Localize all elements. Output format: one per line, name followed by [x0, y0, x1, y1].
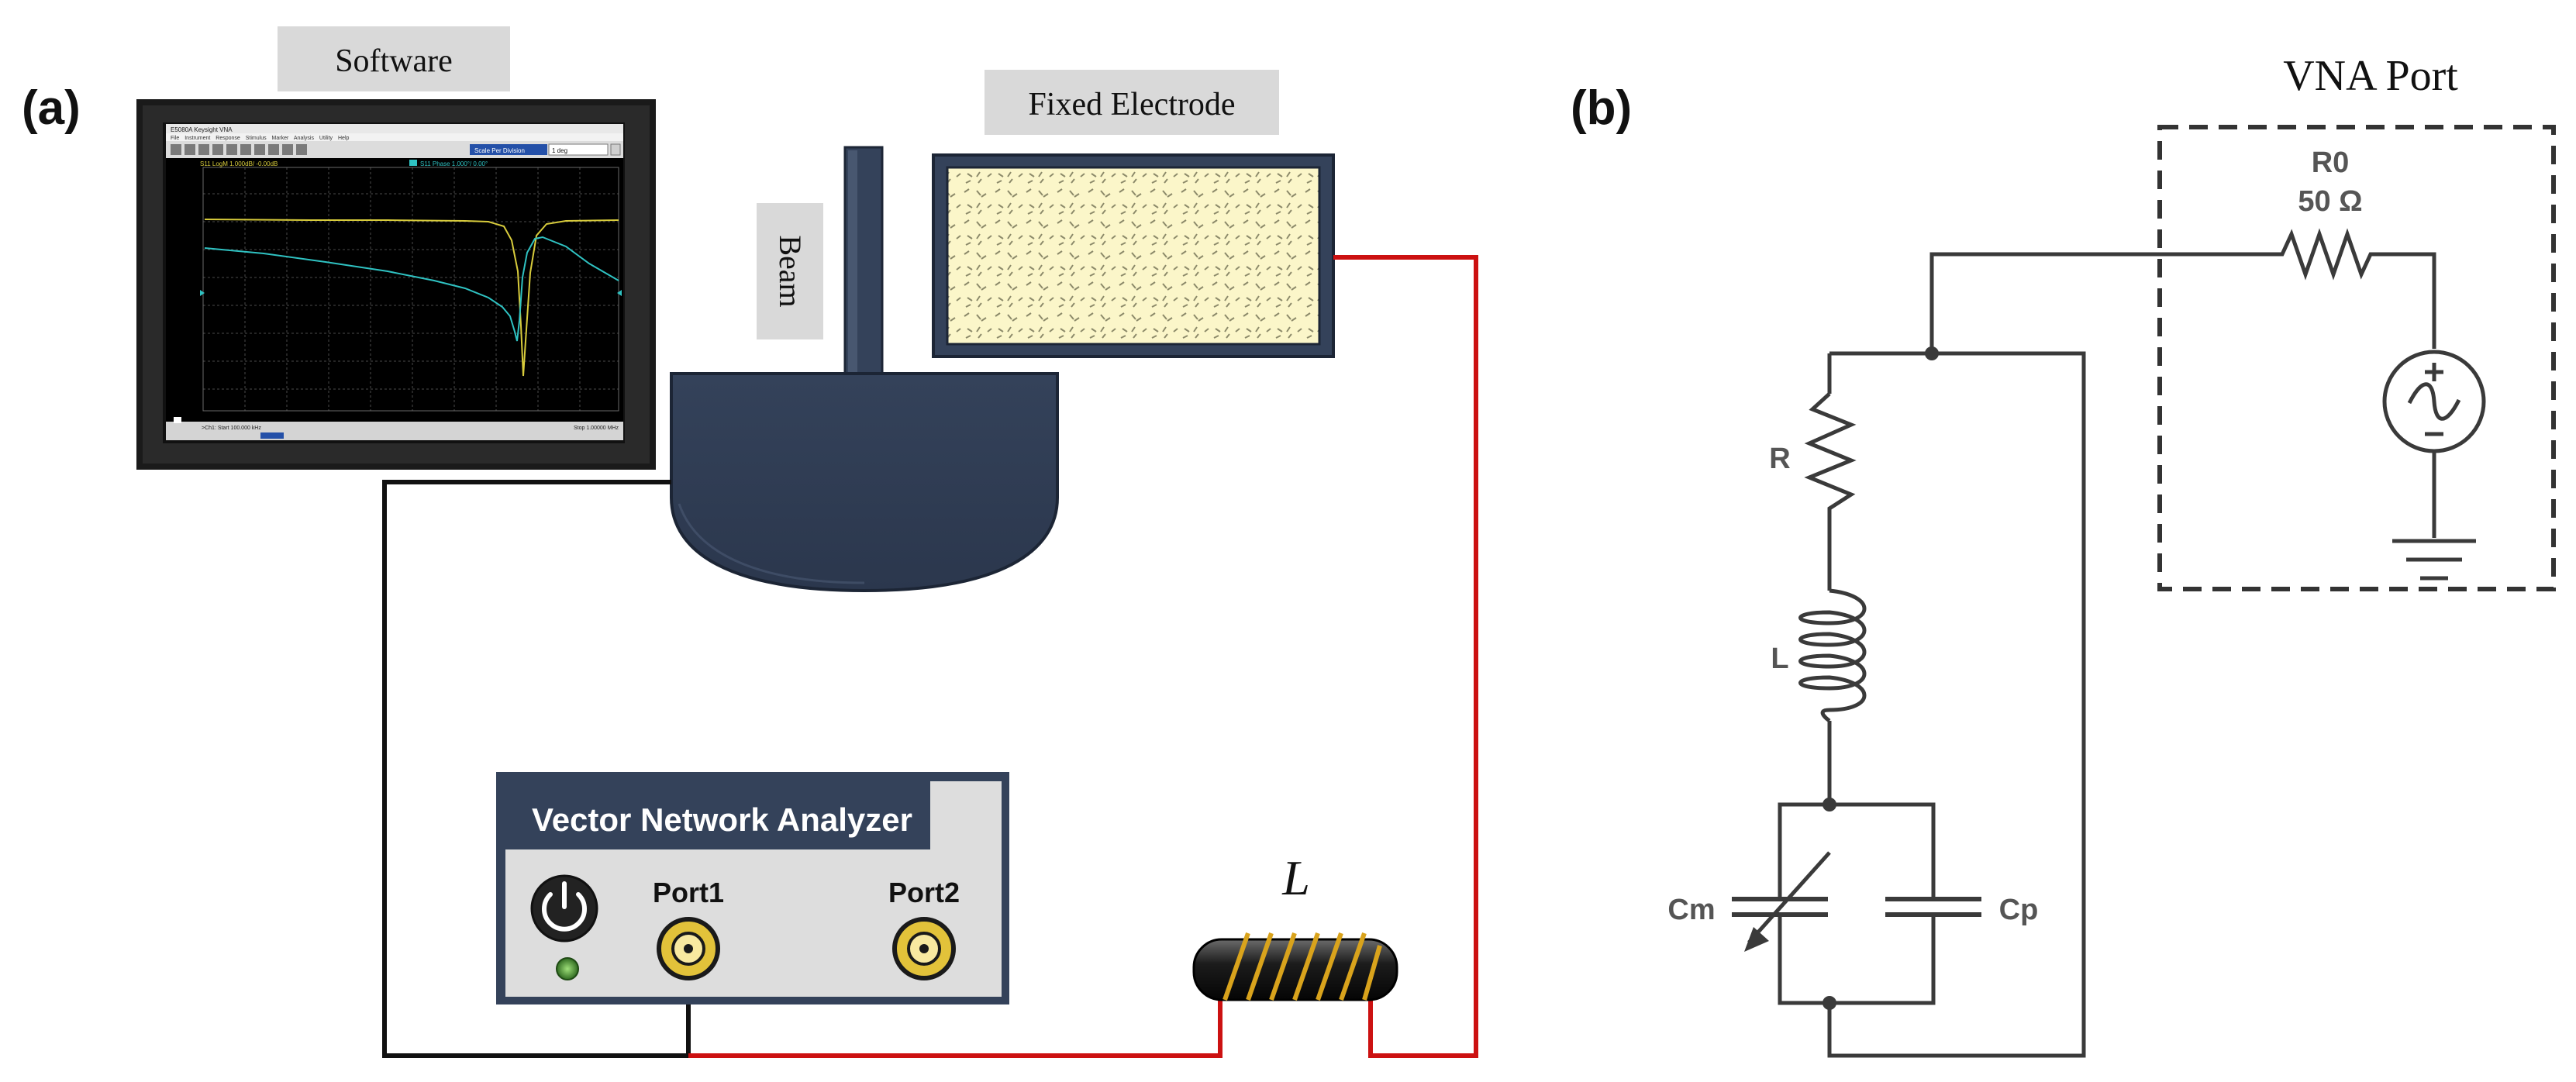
signal-wire — [1333, 255, 1478, 1058]
r-resistor — [1804, 392, 1857, 591]
r0-resistor — [2274, 228, 2436, 349]
panel-a-label: (a) — [22, 81, 81, 135]
screen-scale-value: 1 deg — [552, 147, 567, 154]
beam-anchor — [670, 372, 1059, 593]
screen-start-text: >Ch1: Start 100.000 kHz — [202, 426, 261, 431]
vna-port-label: VNA Port — [2283, 52, 2458, 100]
menu-item: Marker — [272, 136, 289, 141]
monitor: E5080A Keysight VNA File Instrument Resp… — [136, 99, 656, 470]
menu-item: Analysis — [294, 136, 315, 141]
menu-item: Utility — [319, 136, 333, 141]
vna-title: Vector Network Analyzer — [532, 801, 912, 838]
fixed-electrode-label: Fixed Electrode — [1028, 87, 1235, 122]
beam — [843, 146, 884, 381]
r0-value: 50 Ω — [2298, 185, 2362, 218]
port2-connector-icon — [892, 917, 956, 980]
beam-tag: Beam — [757, 203, 823, 339]
fixed-electrode-tag: Fixed Electrode — [985, 70, 1279, 135]
vna-port-box — [2157, 125, 2556, 591]
screen-menu: File Instrument Response Stimulus Marker… — [171, 136, 350, 141]
menu-item: Stimulus — [246, 136, 267, 141]
port2-label: Port2 — [888, 877, 960, 908]
port1-connector-icon — [657, 917, 720, 980]
ground-wire — [382, 480, 691, 1058]
variable-capacitor-arrow-icon — [1744, 851, 1831, 952]
wiring — [382, 255, 1478, 1058]
power-icon — [530, 874, 598, 942]
menu-item: File — [171, 136, 179, 141]
screen-window-title: E5080A Keysight VNA — [171, 126, 233, 133]
screen-trace1-label: S11 LogM 1.000dB/ -0.00dB — [200, 160, 278, 167]
screen-toolbar-buttons — [171, 144, 307, 155]
menu-item: Help — [338, 136, 350, 141]
screen-magnitude-trace — [204, 219, 619, 377]
cp-label: Cp — [1999, 894, 2039, 926]
screen-grid — [203, 167, 619, 411]
beam-label: Beam — [773, 235, 808, 307]
panel-b-label: (b) — [1571, 81, 1632, 135]
menu-item: Response — [216, 136, 240, 141]
menu-item: Instrument — [184, 136, 210, 141]
screen-trace2-label: S11 Phase 1.000°/ 0.00° — [420, 160, 488, 167]
inductor-label: L — [1281, 850, 1310, 905]
l-inductor — [1798, 588, 1867, 723]
screen-stop-text: Stop 1.00000 MHz — [574, 426, 619, 431]
circuit-nodes — [1823, 346, 1939, 1010]
ground-icon — [2392, 539, 2476, 581]
status-led — [556, 957, 579, 980]
l-label: L — [1771, 643, 1788, 675]
screen-phase-trace — [204, 236, 619, 342]
software-tag: Software — [278, 26, 510, 91]
port1-label: Port1 — [653, 877, 724, 908]
signal-wire-vna — [688, 1000, 1222, 1058]
ac-source-glyph — [2407, 363, 2461, 436]
circuit — [1732, 228, 2486, 1058]
screen-scale-label: Scale Per Division — [474, 147, 525, 154]
r0-label: R0 — [2312, 146, 2350, 179]
vna-instrument: Vector Network Analyzer Port1 Port2 — [496, 772, 1009, 1004]
r-label: R — [1769, 443, 1790, 475]
software-label: Software — [335, 43, 453, 79]
cm-label: Cm — [1667, 894, 1715, 926]
inductor-coil — [1192, 932, 1398, 1001]
fixed-electrode — [932, 153, 1335, 358]
